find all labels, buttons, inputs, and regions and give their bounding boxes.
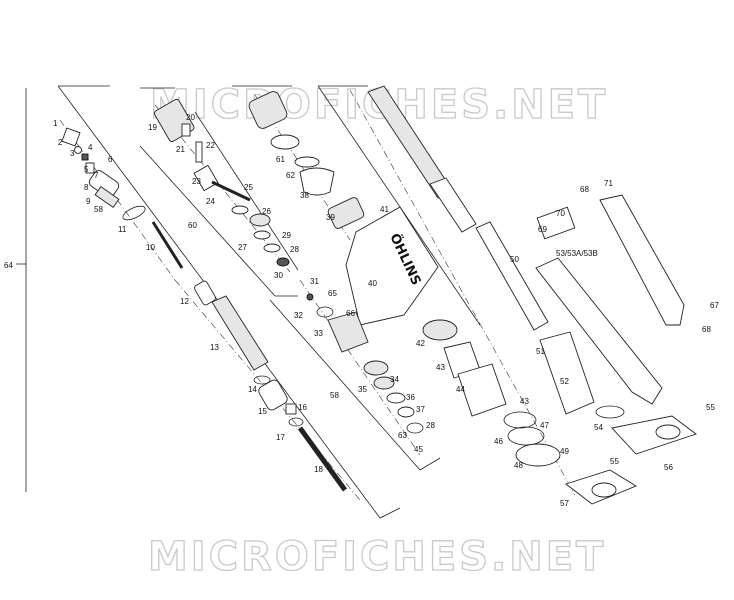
top-spring-assembly: ÖHLINS [248, 91, 439, 326]
callout-14: 14 [248, 385, 257, 394]
callout-64: 64 [4, 261, 13, 270]
callout-60: 60 [188, 221, 197, 230]
damper-tube-assembly [194, 280, 348, 492]
callout-26: 26 [262, 207, 271, 216]
callout-69: 69 [538, 225, 547, 234]
callout-33: 33 [314, 329, 323, 338]
callout-68b: 68 [702, 325, 711, 334]
callout-20: 20 [186, 113, 195, 122]
callout-47: 47 [540, 421, 549, 430]
callout-32: 32 [294, 311, 303, 320]
callout-68a: 68 [580, 185, 589, 194]
callout-23: 23 [192, 177, 201, 186]
callout-57: 57 [560, 499, 569, 508]
callout-18: 18 [314, 465, 323, 474]
callout-28b: 28 [426, 421, 435, 430]
callout-1: 1 [53, 119, 58, 128]
fork-guard [535, 194, 685, 405]
callout-25: 25 [244, 183, 253, 192]
callout-38: 38 [300, 191, 309, 200]
callout-63: 63 [398, 431, 407, 440]
callout-58b: 58 [330, 391, 339, 400]
valve-assembly [306, 293, 424, 434]
triple-clamp-upper [611, 415, 697, 455]
callout-2: 2 [58, 138, 63, 147]
callout-43a: 43 [436, 363, 445, 372]
callout-45: 45 [414, 445, 423, 454]
callout-67: 67 [710, 301, 719, 310]
triple-clamp-lower [565, 469, 637, 505]
callout-12: 12 [180, 297, 189, 306]
callout-15: 15 [258, 407, 267, 416]
callout-40: 40 [368, 279, 377, 288]
callout-46: 46 [494, 437, 503, 446]
callout-19: 19 [148, 123, 157, 132]
callout-39: 39 [326, 213, 335, 222]
callout-50: 50 [510, 255, 519, 264]
callout-42: 42 [416, 339, 425, 348]
callout-7: 7 [94, 171, 99, 180]
callout-37: 37 [416, 405, 425, 414]
callout-4: 4 [88, 143, 93, 152]
callout-36: 36 [406, 393, 415, 402]
outer-tube-assembly [367, 85, 625, 467]
callout-6: 6 [108, 155, 113, 164]
callout-22: 22 [206, 141, 215, 150]
callout-9: 9 [86, 197, 91, 206]
callout-8: 8 [84, 183, 89, 192]
callout-5: 5 [84, 165, 89, 174]
callout-24: 24 [206, 197, 215, 206]
callout-70: 70 [556, 209, 565, 218]
callout-10: 10 [146, 243, 155, 252]
callout-28a: 28 [290, 245, 299, 254]
bracket-64 [16, 88, 27, 492]
callout-58a: 58 [94, 205, 103, 214]
callout-44: 44 [456, 385, 465, 394]
callout-66: 66 [346, 309, 355, 318]
callout-35: 35 [358, 385, 367, 394]
callout-31: 31 [310, 277, 319, 286]
callout-17: 17 [276, 433, 285, 442]
callout-52: 52 [560, 377, 569, 386]
callout-16: 16 [298, 403, 307, 412]
callout-71: 71 [604, 179, 613, 188]
callout-61: 61 [276, 155, 285, 164]
callout-54: 54 [594, 423, 603, 432]
callout-3: 3 [70, 149, 75, 158]
callout-56: 56 [664, 463, 673, 472]
callout-21: 21 [176, 145, 185, 154]
callouts: 1 2 3 4 5 6 7 8 9 58 10 11 12 13 14 15 1… [4, 113, 719, 508]
callout-43b: 43 [520, 397, 529, 406]
callout-65: 65 [328, 289, 337, 298]
cap-assembly [61, 127, 184, 269]
callout-49: 49 [560, 447, 569, 456]
callout-11: 11 [118, 225, 127, 234]
callout-55a: 55 [706, 403, 715, 412]
callout-13: 13 [210, 343, 219, 352]
callout-41: 41 [380, 205, 389, 214]
callout-48: 48 [514, 461, 523, 470]
callout-30: 30 [274, 271, 283, 280]
callout-53: 53/53A/53B [556, 249, 598, 258]
callout-62: 62 [286, 171, 295, 180]
callout-29: 29 [282, 231, 291, 240]
callout-34: 34 [390, 375, 399, 384]
callout-27: 27 [238, 243, 247, 252]
callout-55b: 55 [610, 457, 619, 466]
watermark-bottom: MICROFICHES.NET [148, 534, 606, 580]
cartridge-stack [154, 98, 290, 267]
callout-51: 51 [536, 347, 545, 356]
